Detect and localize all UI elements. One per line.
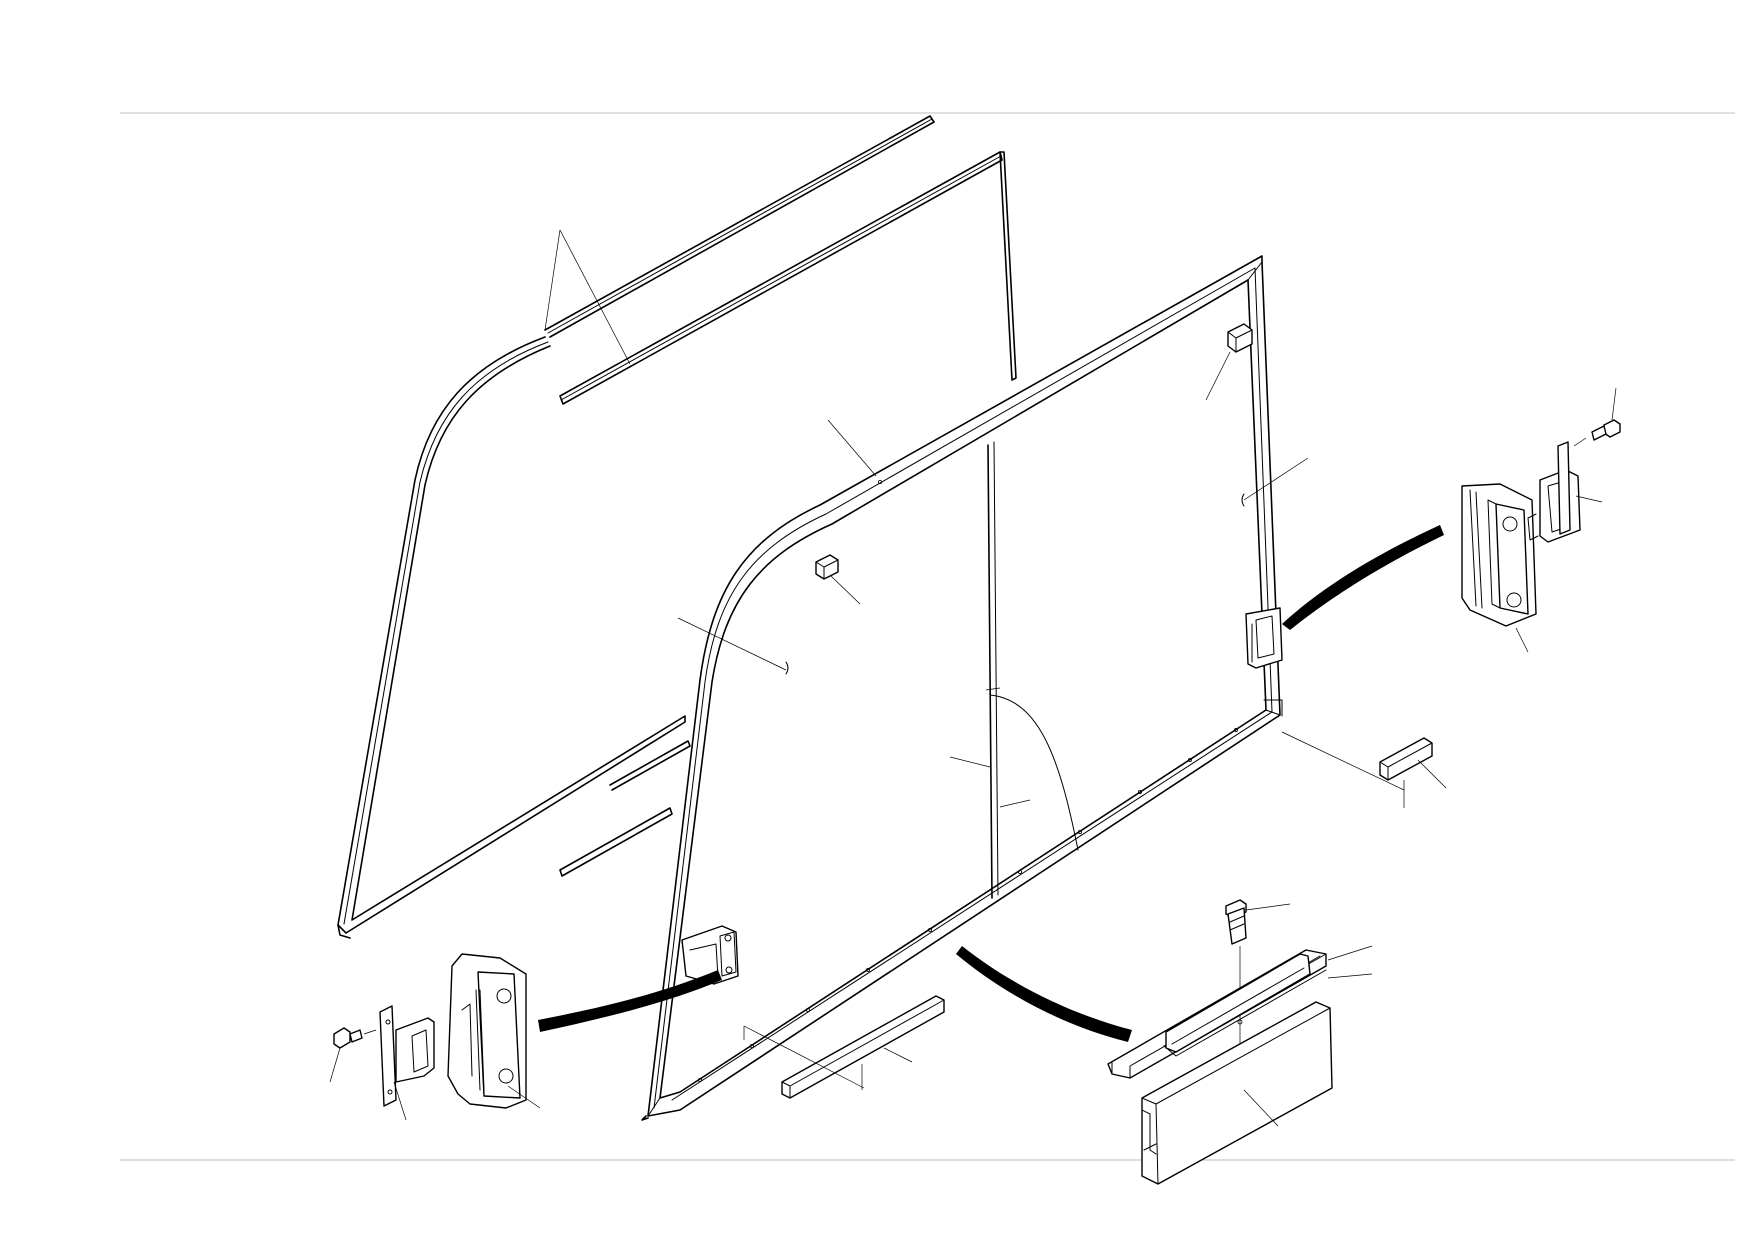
front-glass-pane — [827, 419, 1309, 507]
rubber-stopper-upper-left — [815, 554, 861, 605]
center-divider-seal — [949, 441, 1079, 899]
rubber-stopper-upper-right — [1205, 323, 1253, 401]
rubber-stopper-lower — [1281, 731, 1447, 808]
latch-assembly-right — [1245, 387, 1621, 669]
latch-assembly-left — [329, 925, 739, 1121]
rear-glass-pane — [677, 617, 789, 675]
rubber-gasket-frame — [337, 151, 1017, 939]
window-frame — [641, 255, 1283, 1121]
page-rules — [120, 112, 1735, 1161]
bottom-rail-assembly — [956, 899, 1373, 1185]
outer-seal-strips — [544, 115, 1003, 877]
rubber-stopper-bottom — [743, 995, 945, 1099]
